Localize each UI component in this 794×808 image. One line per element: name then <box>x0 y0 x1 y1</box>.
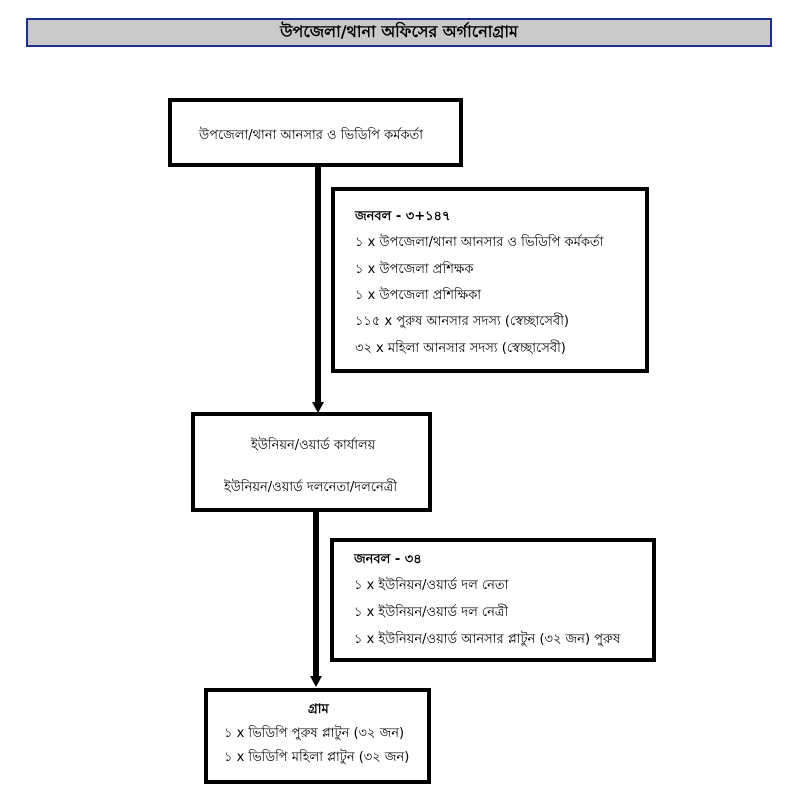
manpower-upazila-box: জনবল - ৩+১৪৭ ১ x উপজেলা/থানা আনসার ও ভিড… <box>331 187 649 373</box>
manpower-upazila-item: ১ x উপজেলা/থানা আনসার ও ভিডিপি কর্মকর্তা <box>355 235 604 250</box>
manpower-union-box: জনবল - ৩৪ ১ x ইউনিয়ন/ওয়ার্ড দল নেতা ১ … <box>330 538 656 662</box>
arrow-head-village <box>310 676 322 687</box>
connector-union-to-village <box>313 510 319 677</box>
title-text: উপজেলা/থানা অফিসের অর্গানোগ্রাম <box>280 22 518 41</box>
connector-upazila-to-union <box>315 164 321 404</box>
upazila-officer-label: উপজেলা/থানা আনসার ও ভিডিপি কর্মকর্তা <box>199 128 424 143</box>
manpower-upazila-item: ৩২ x মহিলা আনসার সদস্য (স্বেচ্ছাসেবী) <box>355 341 566 356</box>
manpower-union-item: ১ x ইউনিয়ন/ওয়ার্ড আনসার প্লাটুন (৩২ জন… <box>354 632 621 647</box>
manpower-union-item: ১ x ইউনিয়ন/ওয়ার্ড দল নেত্রী <box>354 605 509 620</box>
manpower-upazila-heading: জনবল - ৩+১৪৭ <box>355 209 451 224</box>
page-title: উপজেলা/থানা অফিসের অর্গানোগ্রাম <box>26 18 772 47</box>
union-office-box: ইউনিয়ন/ওয়ার্ড কার্যালয় ইউনিয়ন/ওয়ার্… <box>191 412 432 512</box>
manpower-union-item: ১ x ইউনিয়ন/ওয়ার্ড দল নেতা <box>354 578 509 593</box>
union-office-label: ইউনিয়ন/ওয়ার্ড কার্যালয় <box>251 438 376 453</box>
upazila-officer-box: উপজেলা/থানা আনসার ও ভিডিপি কর্মকর্তা <box>168 98 463 167</box>
manpower-upazila-item: ১১৫ x পুরুষ আনসার সদস্য (স্বেচ্ছাসেবী) <box>355 314 570 329</box>
manpower-union-heading: জনবল - ৩৪ <box>354 552 422 567</box>
village-item: ১ x ভিডিপি পুরুষ প্লাটুন (৩২ জন) <box>224 726 405 741</box>
union-leader-label: ইউনিয়ন/ওয়ার্ড দলনেতা/দলনেত্রী <box>224 480 398 495</box>
manpower-upazila-item: ১ x উপজেলা প্রশিক্ষক <box>355 262 474 277</box>
village-heading: গ্রাম <box>308 702 329 717</box>
village-item: ১ x ভিডিপি মহিলা প্লাটুন (৩২ জন) <box>224 750 410 765</box>
arrow-head-union <box>312 402 324 413</box>
manpower-upazila-item: ১ x উপজেলা প্রশিক্ষিকা <box>355 288 482 303</box>
village-box: গ্রাম ১ x ভিডিপি পুরুষ প্লাটুন (৩২ জন) ১… <box>204 688 431 784</box>
